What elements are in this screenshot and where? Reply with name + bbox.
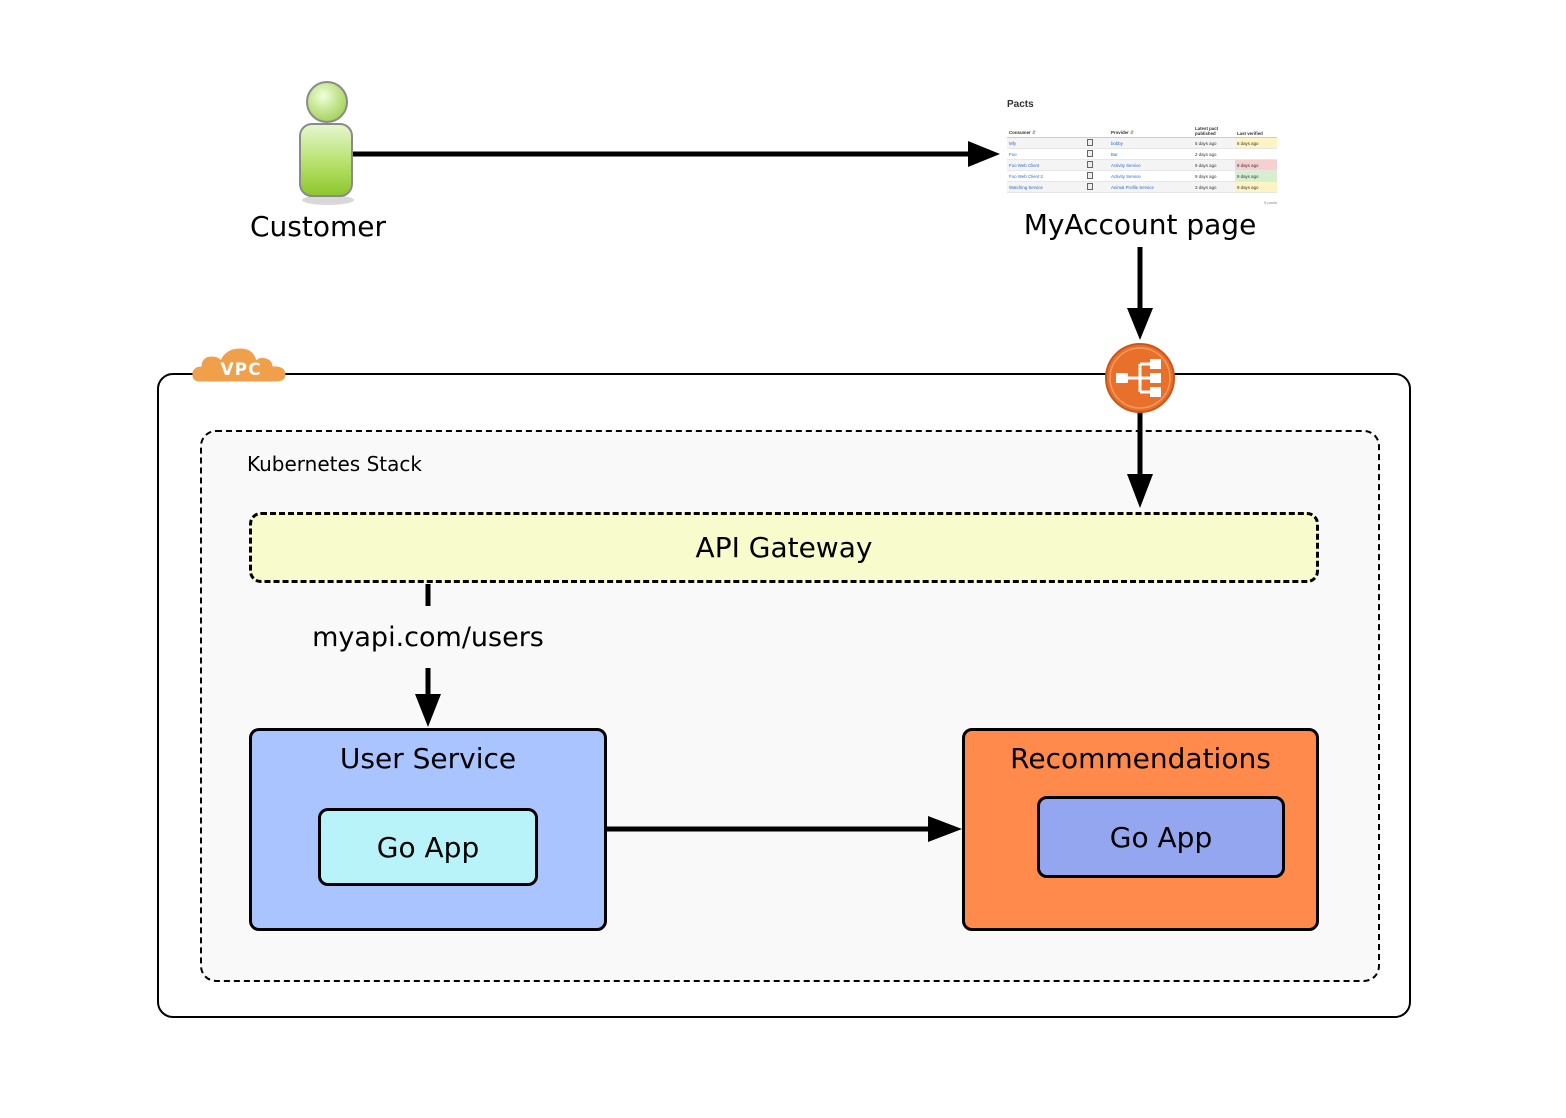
user-service-go-app-label: Go App bbox=[376, 830, 480, 864]
consumer-cell[interactable]: Mfy bbox=[1007, 137, 1085, 149]
verified-header: Last verified bbox=[1234, 121, 1277, 138]
vpc-label: VPC bbox=[220, 360, 262, 380]
document-icon[interactable] bbox=[1086, 161, 1093, 168]
customer-label: Customer bbox=[249, 210, 386, 243]
myaccount-label: MyAccount page bbox=[1023, 208, 1257, 241]
thumbnail-footer: 5 pacts bbox=[1264, 200, 1277, 205]
consumer-cell[interactable]: Foo Web Client 2 bbox=[1007, 170, 1085, 182]
recommendations-go-app-label: Go App bbox=[1109, 820, 1213, 854]
sort-icon: ⇵ bbox=[1031, 130, 1036, 135]
doc-cell bbox=[1084, 137, 1109, 149]
consumer-header: Consumer bbox=[1009, 130, 1031, 135]
published-header: Latest pact published bbox=[1192, 121, 1235, 138]
user-service-title: User Service bbox=[339, 742, 517, 775]
document-icon[interactable] bbox=[1086, 183, 1093, 190]
published-cell: 9 days ago bbox=[1192, 170, 1235, 182]
arrow-user-service-to-recommendations bbox=[604, 816, 962, 842]
provider-cell[interactable]: Animal Profile Service bbox=[1108, 181, 1193, 193]
sort-icon: ⇵ bbox=[1130, 130, 1134, 135]
document-icon[interactable] bbox=[1086, 172, 1093, 179]
user-service-go-app: Go App bbox=[318, 808, 538, 886]
verified-cell: 9 days ago bbox=[1234, 170, 1277, 182]
verified-cell: 9 days ago bbox=[1234, 181, 1277, 193]
document-icon[interactable] bbox=[1086, 139, 1093, 146]
document-icon[interactable] bbox=[1086, 150, 1093, 157]
arrow-myaccount-to-load-balancer bbox=[1127, 247, 1153, 340]
provider-cell[interactable]: Bar bbox=[1108, 148, 1193, 160]
arrow-customer-to-myaccount bbox=[350, 141, 1000, 167]
provider-cell[interactable]: Activity Service bbox=[1108, 170, 1193, 182]
consumer-cell[interactable]: Foo Web Client bbox=[1007, 159, 1085, 171]
arrow-load-balancer-to-gateway bbox=[1127, 410, 1153, 508]
provider-cell[interactable]: bobby bbox=[1108, 137, 1193, 149]
consumer-cell[interactable]: Foo bbox=[1007, 148, 1085, 160]
api-gateway-label: API Gateway bbox=[695, 531, 873, 564]
load-balancer-icon bbox=[1105, 343, 1175, 413]
pacts-table: Consumer ⇵ Provider ⇵ Latest pact publis… bbox=[1007, 121, 1277, 193]
recommendations-go-app: Go App bbox=[1037, 796, 1285, 878]
route-label: myapi.com/users bbox=[290, 622, 566, 653]
api-gateway: API Gateway bbox=[249, 512, 1319, 583]
thumbnail-title: Pacts bbox=[1007, 99, 1034, 110]
kubernetes-stack-label: Kubernetes Stack bbox=[247, 452, 422, 476]
provider-cell[interactable]: Activity Service bbox=[1108, 159, 1193, 171]
cloud-icon bbox=[192, 348, 286, 382]
published-cell: 3 days ago bbox=[1192, 181, 1235, 193]
doc-cell bbox=[1084, 148, 1109, 160]
verified-cell: 9 days ago bbox=[1234, 159, 1277, 171]
provider-header: Provider bbox=[1110, 130, 1129, 135]
verified-cell bbox=[1234, 148, 1277, 160]
consumer-cell[interactable]: Watching Service bbox=[1007, 181, 1085, 193]
published-cell: 5 days ago bbox=[1192, 137, 1235, 149]
recommendations-title: Recommendations bbox=[1010, 742, 1271, 775]
person-icon bbox=[299, 81, 354, 205]
doc-cell bbox=[1084, 159, 1109, 171]
doc-header bbox=[1084, 121, 1109, 138]
verified-cell: 6 days ago bbox=[1234, 137, 1277, 149]
myaccount-page-thumbnail: Pacts Consumer ⇵ Provider ⇵ Latest pact … bbox=[1003, 97, 1281, 209]
doc-cell bbox=[1084, 170, 1109, 182]
published-cell: 9 days ago bbox=[1192, 159, 1235, 171]
arrow-route-to-user-service bbox=[415, 668, 441, 727]
published-cell: 2 days ago bbox=[1192, 148, 1235, 160]
doc-cell bbox=[1084, 181, 1109, 193]
